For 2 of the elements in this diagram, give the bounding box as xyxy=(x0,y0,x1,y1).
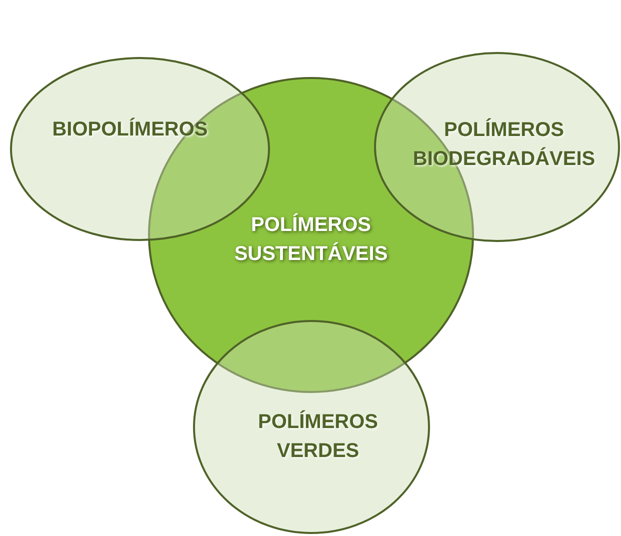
circle-label: POLÍMEROS SUSTENTÁVEIS xyxy=(233,212,389,267)
circle-label: POLÍMEROS VERDES xyxy=(256,409,379,464)
